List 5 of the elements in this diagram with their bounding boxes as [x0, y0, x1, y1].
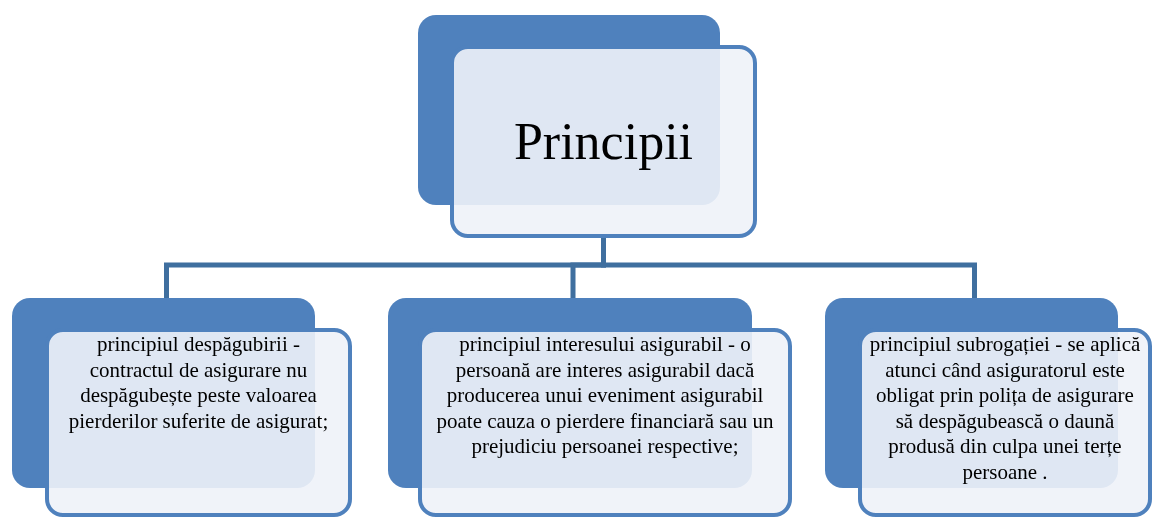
- title-text: Principii: [513, 115, 694, 168]
- box-text: principiul subrogației - se aplică atunci când asiguratorul este obligat prin polița de asigurare să despăgubească o daună produsă din culpa unei terțe persoane .: [868, 332, 1142, 485]
- box-text: principiul interesului asigurabil - o persoană are interes asigurabil dacă producerea unui eveniment asigurabil poate cauza o pierdere financiară sau un prejudiciu persoanei respective;: [435, 332, 775, 460]
- connector-line: [601, 238, 977, 298]
- box-text: principiul despăgubirii - contractul de asigurare nu despăgubește peste valoarea pierderilor suferite de asigurat;: [67, 332, 330, 434]
